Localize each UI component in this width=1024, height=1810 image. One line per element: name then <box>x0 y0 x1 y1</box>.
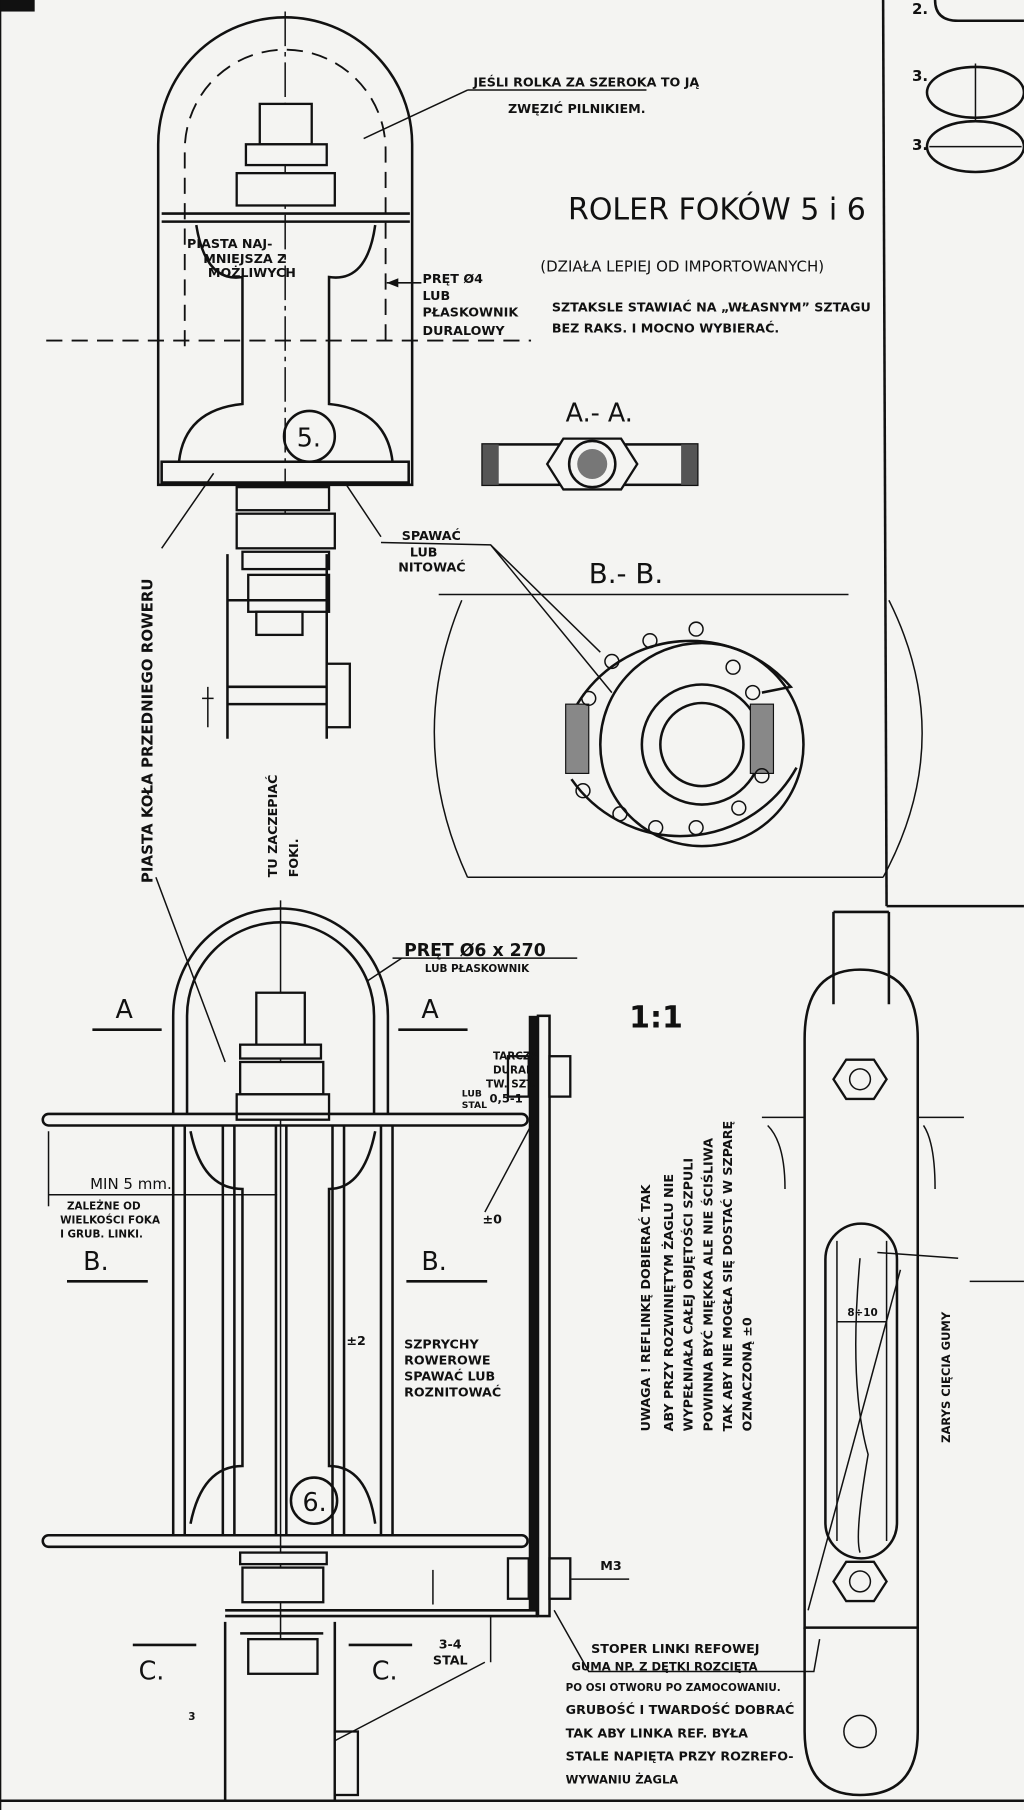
label-depends-label-0: ZALEŻNE OD <box>67 1199 141 1213</box>
label-rod6-0: PRĘT Ø6 x 270 <box>404 941 546 961</box>
label-stopper-1: GUMA NP. Z DĘTKI ROZCIĘTA <box>571 1659 757 1673</box>
label-disc-label-1: DURAL <box>493 1065 533 1077</box>
label-hub-label-0: PIASTA NAJ- <box>187 236 272 251</box>
part-6-label: 6. <box>302 1487 326 1517</box>
annotations-roller-6: PRĘT Ø6 x 270 LUB PŁASKOWNIK A A 1:1 TAR… <box>47 941 683 1742</box>
label-stopper-3: GRUBOŚĆ I TWARDOŚĆ DOBRAĆ <box>566 1702 795 1717</box>
bike-hub-label: PIASTA KOŁA PRZEDNIEGO ROWERU <box>138 578 156 883</box>
label-section-aa: A.- A. <box>566 397 633 427</box>
label-tol0: ±0 <box>483 1212 503 1227</box>
label-disc-label-2: TW. SZT. <box>486 1078 536 1090</box>
label-jib-attach-0: TU ZACZEPIAĆ <box>265 775 280 878</box>
label-weld-label-0: SPAWAĆ <box>402 528 461 543</box>
section-b-b: B.- B. <box>433 557 923 879</box>
label-instructions-0: SZTAKSLE STAWIAĆ NA „WŁASNYM” SZTAGU <box>552 300 871 315</box>
label-rubber-cut: ZARYS CIĘCIA GUMY <box>939 1311 953 1443</box>
scale-label: 1:1 <box>629 1000 683 1035</box>
label-mark-a: A <box>115 994 133 1024</box>
label-depends-label-1: WIELKOŚCI FOKA <box>60 1214 160 1227</box>
label-side-marks-1: 3. <box>912 67 928 85</box>
label-rod-label-3: DURALOWY <box>423 323 506 338</box>
label-stopper-0: STOPER LINKI REFOWEJ <box>591 1641 759 1656</box>
label-top-note-0: JEŚLI ROLKA ZA SZEROKA TO JĄ <box>472 75 699 90</box>
section-a-a: A.- A. <box>481 397 699 491</box>
label-spokes-label-2: SPAWAĆ LUB <box>404 1369 495 1384</box>
label-warning-0: UWAGA ! REFLINKĘ DOBIERAĆ TAK <box>638 1183 653 1431</box>
warning-note: UWAGA ! REFLINKĘ DOBIERAĆ TAK ABY PRZY R… <box>638 1121 755 1432</box>
title: ROLER FOKÓW 5 i 6 <box>568 190 866 227</box>
label-side-marks-2: 3. <box>912 136 928 154</box>
label-section-bb: B.- B. <box>589 557 663 590</box>
label-tol2: ±2 <box>346 1333 365 1348</box>
label-stopper-5: STALE NAPIĘTA PRZY ROZREFO- <box>566 1748 794 1763</box>
roller-6-drawing: 6. <box>41 900 572 1801</box>
label-rod-label-2: PŁASKOWNIK <box>423 304 520 319</box>
label-spokes-label-3: ROZNITOWAĆ <box>404 1385 501 1400</box>
leader-lines <box>155 472 226 1063</box>
label-dim3: 3 <box>188 1711 195 1723</box>
label-mark-c: C. <box>372 1656 398 1686</box>
label-warning-1: ABY PRZY ROZWINIĘTYM ŻAGLU NIE <box>661 1174 676 1431</box>
label-mark-b: B. <box>421 1246 446 1276</box>
roller-5-drawing: 5. PIASTA NAJ- MNIEJSZA Z MOŻLIWYCH <box>46 11 532 739</box>
label-disc-label-3: 0,5-1 <box>489 1091 522 1105</box>
label-top-note-1: ZWĘZIĆ PILNIKIEM. <box>508 101 646 116</box>
label-steel-0: 3-4 <box>439 1636 462 1651</box>
label-warning-2: WYPEŁNIAŁA CAŁEJ OBJĘTOŚCI SZPULI <box>681 1158 696 1432</box>
side-details: 2. 3. 3. <box>912 0 1024 174</box>
label-jib-attach-1: FOKI. <box>286 838 301 877</box>
label-warning-4: TAK ABY NIE MOGŁA SIĘ DOSTAĆ W SZPARĘ <box>720 1121 735 1432</box>
label-instructions-1: BEZ RAKS. I MOCNO WYBIERAĆ. <box>552 320 779 335</box>
label-warning-3: POWINNA BYĆ MIĘKKA ALE NIE ŚCIŚLIWA <box>700 1138 715 1432</box>
label-stopper-2: PO OSI OTWORU PO ZAMOCOWANIU. <box>566 1682 781 1694</box>
label-disc-label-0: TARCZA <box>493 1051 538 1063</box>
label-mark-a: A <box>421 994 439 1024</box>
label-hub-label-2: MOŻLIWYCH <box>208 265 296 280</box>
label-min-label: MIN 5 mm. <box>90 1175 172 1193</box>
label-stopper-4: TAK ABY LINKA REF. BYŁA <box>566 1725 748 1740</box>
label-stopper-6: WYWANIU ŻAGLA <box>566 1771 679 1786</box>
subtitle: (DZIAŁA LEPIEJ OD IMPORTOWANYCH) <box>540 257 824 275</box>
label-depends-label-2: I GRUB. LINKI. <box>60 1228 143 1240</box>
label-mark-b: B. <box>83 1246 108 1276</box>
label-disc-label-4: LUB <box>462 1089 482 1100</box>
label-disc-label-5: STAL <box>462 1100 487 1111</box>
annotations-top: JEŚLI ROLKA ZA SZEROKA TO JĄ ZWĘZIĆ PILN… <box>345 75 871 694</box>
label-weld-label-1: LUB <box>410 544 438 559</box>
label-warning-5: OZNACZONĄ ±0 <box>740 1317 755 1431</box>
label-side-marks-0: 2. <box>912 0 928 18</box>
stopper-note: STOPER LINKI REFOWEJ GUMA NP. Z DĘTKI RO… <box>553 1609 821 1786</box>
stopper-link-drawing: 8÷10 ZARYS CIĘCIA GUMY <box>761 910 964 1797</box>
label-steel-1: STAL <box>433 1653 468 1668</box>
label-mark-c: C. <box>139 1656 165 1686</box>
label-rod-label-1: LUB <box>423 288 451 303</box>
label-spokes-label-1: ROWEROWE <box>404 1352 490 1367</box>
label-slot-dim: 8÷10 <box>847 1307 877 1319</box>
label-hub-label-1: MNIEJSZA Z <box>203 251 286 266</box>
label-spokes-label-0: SZPRYCHY <box>404 1336 479 1351</box>
label-rod-label-0: PRĘT Ø4 <box>423 271 484 286</box>
part-5-label: 5. <box>297 423 321 453</box>
label-weld-label-2: NITOWAĆ <box>398 559 465 574</box>
label-rod6-1: LUB PŁASKOWNIK <box>425 963 530 975</box>
label-m3: M3 <box>600 1558 621 1573</box>
